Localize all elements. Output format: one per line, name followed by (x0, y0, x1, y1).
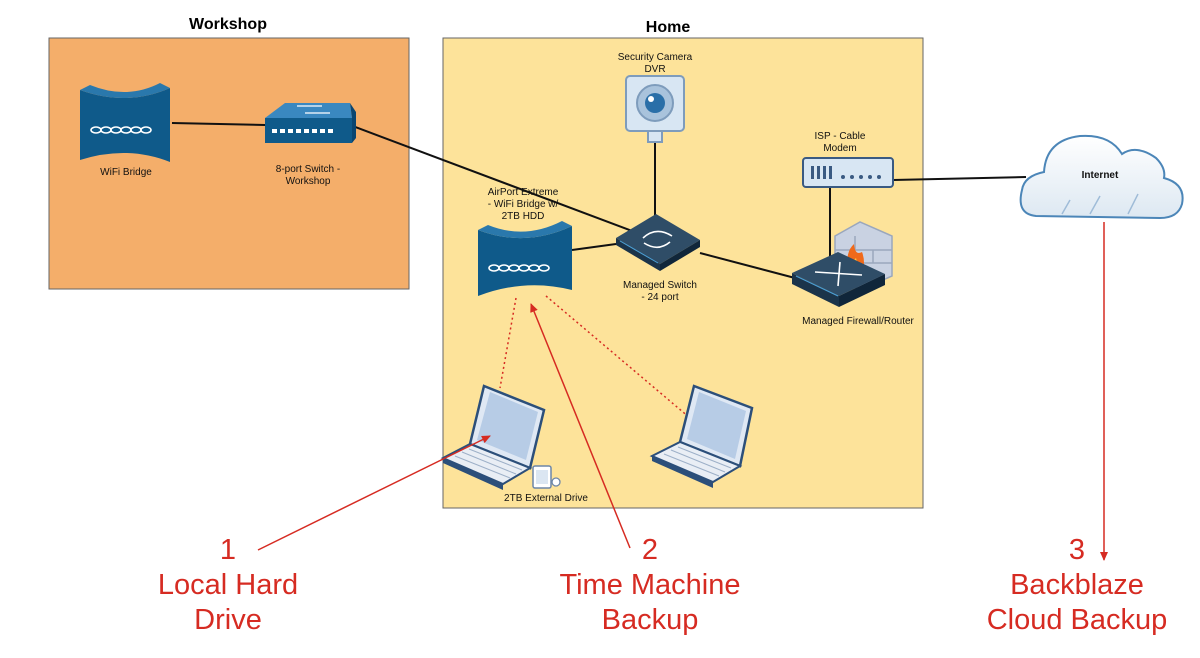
network-switch-icon (265, 103, 356, 143)
step-time-machine: 2 Time Machine Backup (559, 534, 741, 636)
network-links (171, 122, 1027, 279)
laptop-right-icon (649, 384, 754, 488)
modem-label: ISP - Cable Modem (814, 131, 866, 154)
annotation-arrows (257, 222, 1108, 561)
cable-modem-icon (802, 157, 894, 188)
airport-extreme-icon (478, 221, 572, 296)
laptop-left-icon (440, 384, 546, 490)
managed-switch-icon (616, 214, 700, 271)
link-modem-internet (892, 176, 1027, 181)
wifi-bridge-icon (80, 83, 170, 162)
link-airport-managed (571, 243, 617, 251)
airport-label: AirPort Extreme - WiFi Bridge w/ 2TB HDD (487, 187, 559, 222)
home-title: Home (645, 19, 691, 36)
firewall-label: Managed Firewall/Router (802, 316, 914, 327)
workshop-title: Workshop (189, 16, 267, 33)
link-bridge-switch (171, 122, 266, 126)
link-workshop-switch-managed (349, 124, 657, 241)
wifi-links (499, 295, 691, 419)
security-camera-icon (625, 75, 685, 143)
wifi-bridge-label: WiFi Bridge (100, 167, 152, 178)
firewall-router-icon (792, 221, 893, 307)
step-local-hard-drive: 1 Local Hard Drive (157, 534, 299, 636)
managed-switch-label: Managed Switch - 24 port (623, 280, 697, 303)
external-drive-icon (532, 465, 561, 489)
switch-workshop-label: 8-port Switch - Workshop (275, 164, 341, 187)
external-drive-label: 2TB External Drive (504, 493, 588, 504)
link-managed-firewall (699, 252, 796, 279)
step-backblaze: 3 Backblaze Cloud Backup (986, 534, 1168, 636)
workshop-zone (48, 37, 410, 290)
cloud-icon (1019, 134, 1184, 220)
arrow-time-machine (530, 303, 631, 549)
internet-label: Internet (1081, 170, 1119, 181)
arrow-local-drive (257, 435, 491, 551)
camera-label: Security Camera DVR (617, 52, 693, 75)
